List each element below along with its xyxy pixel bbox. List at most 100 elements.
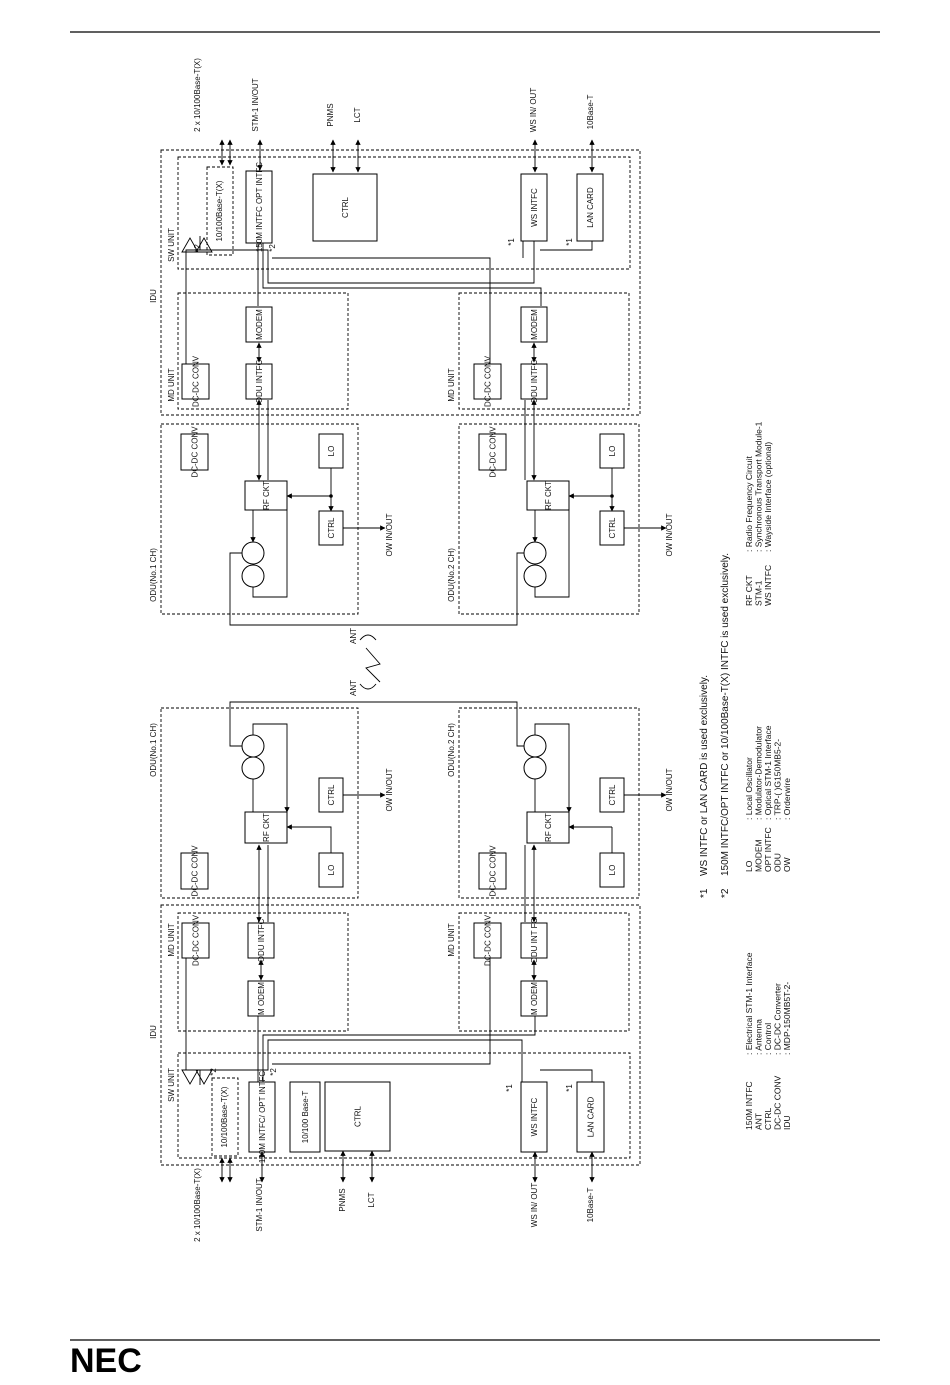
abbr-term-0-0: 150M INTFC <box>744 1081 754 1130</box>
ws-intfc-left-label: WS INTFC <box>530 1097 539 1136</box>
mark-0: *2 <box>193 244 202 252</box>
base-tx-right-box <box>206 166 234 256</box>
rf-ckt-odu2-left-label: RF CKT <box>544 813 553 842</box>
md-unit-1-right-outline <box>177 292 349 410</box>
modem-1-right-label: MODEM <box>255 309 264 340</box>
abbr-desc-0-4: : MDP-150MB5T-2- <box>782 982 792 1055</box>
lo-odu1-right-label: LO <box>327 446 336 457</box>
odu-intfc-1-left-box <box>247 922 275 959</box>
footnote-mark-2: *2 <box>720 888 731 898</box>
idu-right-outline <box>160 149 641 416</box>
abbr-desc-1-1: : Modulator-Demodulator <box>754 726 764 820</box>
odu-1-right-label: ODU(No.1 CH) <box>149 548 158 602</box>
md-unit-1-left-label: MD UNIT <box>167 923 176 956</box>
bus-r-1 <box>200 241 535 284</box>
port-10b-left: 10Base-T <box>586 1188 595 1223</box>
diodes-left <box>181 1069 213 1085</box>
w-rfloop1-l <box>252 723 290 813</box>
port-2x-left: 2 x 10/100Base-T(X) <box>193 1168 202 1242</box>
ws-intfc-left-box <box>520 1081 548 1153</box>
odu-intfc-2-right-label: ODU INTFC <box>530 360 539 404</box>
dcdc-odu2-left-label: DC-DC CONV <box>489 845 498 897</box>
odu-1-right-outline <box>160 423 359 615</box>
lan-card-left-label: LAN CARD <box>587 1097 596 1138</box>
lan-card-right-label: LAN CARD <box>586 187 595 228</box>
dcdc-odu1-right-box <box>180 433 209 471</box>
circulator-right-3 <box>523 564 547 588</box>
ctrl-odu1-right-label: CTRL <box>327 517 336 538</box>
odu-2-left-outline <box>458 707 640 899</box>
modem-2-left-box <box>520 980 548 1017</box>
port-stm1-right: STM-1 IN/OUT <box>251 78 260 131</box>
port-lct-right: LCT <box>353 107 362 122</box>
abbr-desc-0-2: : Control <box>763 1023 773 1055</box>
footnote-text-2: 150M INTFC/OPT INTFC or 10/100Base-T(X) … <box>720 553 731 876</box>
idu-left-outline <box>160 904 641 1166</box>
bus-l-5 <box>540 1069 593 1082</box>
ctrl-sw-right-label: CTRL <box>341 197 350 218</box>
lo-odu1-left-box <box>318 852 344 888</box>
nec-logo: NEC <box>70 1342 142 1380</box>
port-lct-left: LCT <box>367 1192 376 1207</box>
w-ant-r <box>229 552 524 626</box>
opt-intfc-right-box <box>245 170 273 244</box>
odu-intfc-1-right-box <box>245 363 273 400</box>
rf-ckt-odu1-left-label: RF CKT <box>262 813 271 842</box>
ctrl-odu1-right-box <box>318 510 344 546</box>
odu-intfc-2-left-label: ODU INT FC <box>530 917 539 963</box>
idu-right-label: IDU <box>149 289 158 303</box>
abbr-term-0-4: IDU <box>782 1115 792 1130</box>
sw-unit-left-label: SW UNIT <box>167 1068 176 1102</box>
mark-4: *2 <box>209 1068 218 1076</box>
abbr-desc-2-1: : Synchronous Transport Module-1 <box>754 421 764 552</box>
odu-intfc-1-left-label: ODU INTFC <box>257 919 266 963</box>
abbr-term-2-1: STM-1 <box>754 580 764 606</box>
dcdc-odu2-right-box <box>478 433 507 471</box>
port-stm1-left: STM-1 IN/OUT <box>255 1178 264 1231</box>
abbr-desc-1-3: : TRP-( )G150MB5-2- <box>773 739 783 820</box>
odu-1-left-label: ODU(No.1 CH) <box>149 723 158 777</box>
ctrl-odu2-left-label: CTRL <box>608 784 617 805</box>
bus-r-2 <box>262 243 542 306</box>
bus-r-7 <box>185 236 201 364</box>
mark-7: *1 <box>565 1084 574 1092</box>
dcdc-odu2-right-label: DC-DC CONV <box>489 426 498 478</box>
ctrl-odu1-left-label: CTRL <box>327 784 336 805</box>
port-ow2-left: OW IN/OUT <box>665 768 674 811</box>
odu-2-right-label: ODU(No.2 CH) <box>447 548 456 602</box>
opt-intfc-right-label: 150M INTFC OPT INTFC <box>255 162 264 252</box>
sw-unit-left-outline <box>177 1052 631 1159</box>
ctrl-sw-left-label: CTRL <box>354 1106 363 1127</box>
modem-2-left-label: M ODEM <box>530 982 539 1015</box>
odu-intfc-1-right-label: ODU INTFC <box>255 360 264 404</box>
bus-l-1 <box>200 1039 523 1082</box>
mark-6: *1 <box>505 1084 514 1092</box>
opt-intfc-left-box <box>248 1081 276 1153</box>
dcdc-md1-right-label: DC-DC CONV <box>192 355 201 407</box>
abbr-term-1-3: ODU <box>773 853 783 872</box>
ctrl-sw-right-box <box>312 173 378 242</box>
abbr-term-1-2: OPT INTFC <box>763 827 773 872</box>
dcdc-md1-left-label: DC-DC CONV <box>192 914 201 966</box>
base-tx-left-label: 10/100Base-T(X) <box>220 1086 229 1147</box>
dcdc-md1-left-box <box>181 922 210 959</box>
abbr-term-2-0: RF CKT <box>744 575 754 606</box>
sw-unit-right-outline <box>177 156 631 270</box>
circulator-left-3 <box>523 756 547 780</box>
w-rfloop1-r <box>252 510 288 598</box>
dcdc-md2-left-label: DC-DC CONV <box>484 914 493 966</box>
abbr-desc-1-2: : Optical STM-1 Interface <box>763 725 773 820</box>
bus-r-4 <box>272 257 491 364</box>
lo-odu1-right-box <box>318 433 344 469</box>
port-10b-right: 10Base-T <box>586 95 595 130</box>
abbr-term-0-3: DC-DC CONV <box>773 1075 783 1130</box>
md-unit-1-right-label: MD UNIT <box>167 368 176 401</box>
mark-2: *1 <box>507 238 516 246</box>
lo-odu1-left-label: LO <box>327 865 336 876</box>
md-unit-2-left-label: MD UNIT <box>447 923 456 956</box>
base-t-left-label: 10/100 Base-T <box>301 1091 310 1144</box>
circulator-right-0 <box>241 541 265 565</box>
mark-5: *2 <box>269 1068 278 1076</box>
bus-r-6 <box>540 241 593 251</box>
bus-l-2 <box>262 1016 536 1082</box>
